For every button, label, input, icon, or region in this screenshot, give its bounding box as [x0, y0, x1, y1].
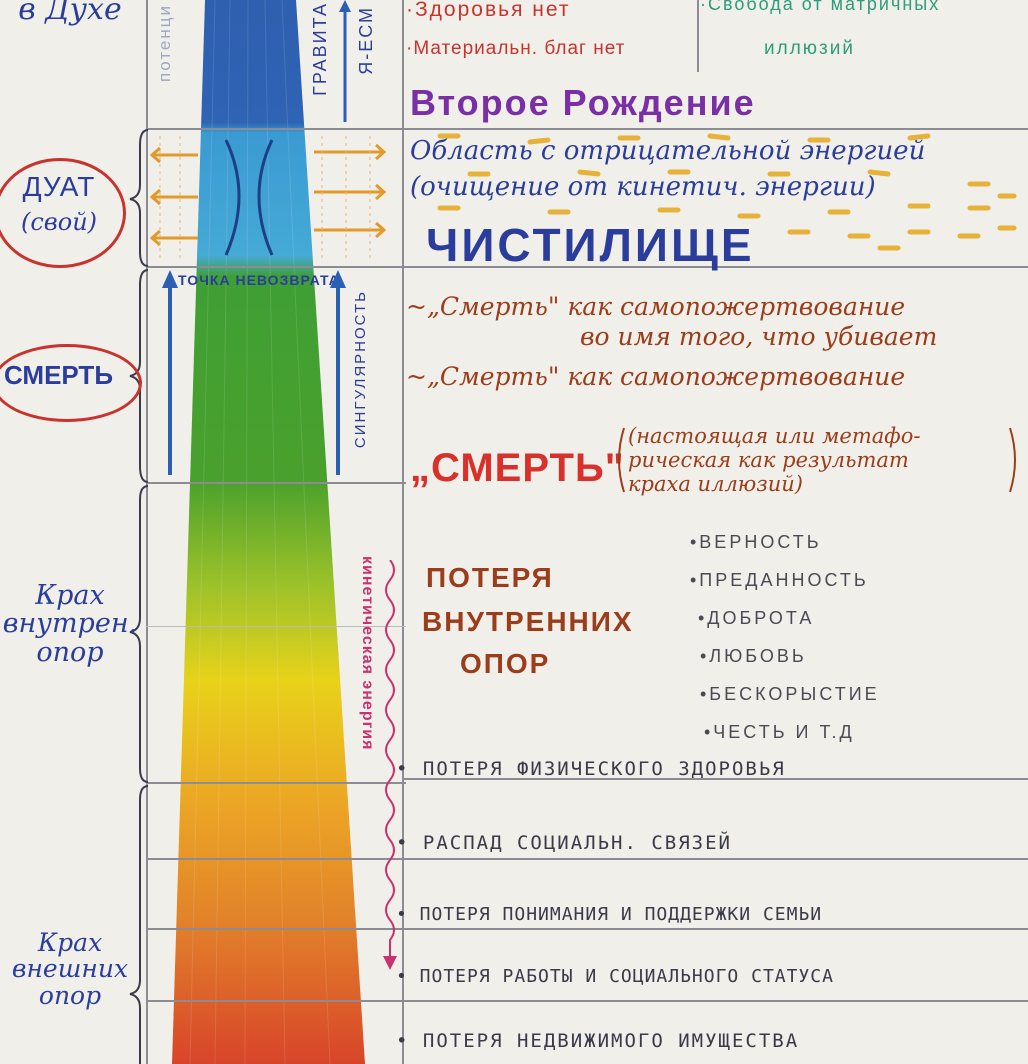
- text-negative-energy: Область с отрицательной энергией: [410, 136, 926, 166]
- label-duat-sub: (свой): [20, 208, 98, 236]
- text-death-note-2: рическая как результат: [628, 448, 909, 472]
- label-smert: СМЕРТЬ: [4, 360, 114, 390]
- grid-line: [146, 482, 406, 484]
- brace-duat: [129, 129, 149, 267]
- title-inner-loss-1: ПОТЕРЯ: [426, 562, 554, 593]
- grid-line: [402, 778, 1028, 780]
- grid-line: [146, 858, 1028, 860]
- text-freedom-1: ·Свобода от матричных: [700, 0, 941, 14]
- brace-outer: [129, 785, 149, 1064]
- grid-line: [697, 0, 699, 72]
- text-cleansing: (очищение от кинетич. энергии): [410, 172, 876, 202]
- label-singularity: СИНГУЛЯРНОСТЬ: [352, 290, 369, 449]
- virtue-item: •ЛЮБОВЬ: [700, 646, 807, 666]
- label-krakh-vnutren: Крах внутрен. опор: [2, 580, 138, 668]
- death-note-bracket: [618, 427, 1016, 493]
- label-v-dukhe: в Духе: [18, 0, 122, 27]
- virtue-list: •ВЕРНОСТЬ •ПРЕДАННОСТЬ •ДОБРОТА •ЛЮБОВЬ …: [690, 532, 990, 760]
- title-purgatory: ЧИСТИЛИЩЕ: [426, 219, 755, 271]
- text-death-sacrifice-1b: во имя того, что убивает: [580, 322, 938, 351]
- title-death: „СМЕРТЬ": [410, 446, 625, 490]
- outer-loss-item: • ПОТЕРЯ ПОНИМАНИЯ И ПОДДЕРЖКИ СЕМЬИ: [396, 904, 823, 925]
- virtue-item: •ДОБРОТА: [698, 608, 815, 628]
- hourglass-right-curve: [257, 139, 274, 256]
- brace-inner: [129, 485, 149, 783]
- grid-line: [146, 928, 1028, 930]
- outer-loss-item: • ПОТЕРЯ РАБОТЫ И СОЦИАЛЬНОГО СТАТУСА: [396, 966, 834, 987]
- label-ya-esm: Я-ЕСМ: [356, 6, 376, 75]
- arrow-up-icon: [330, 270, 346, 288]
- virtue-item: •БЕСКОРЫСТИЕ: [700, 684, 880, 704]
- title-inner-loss-2: ВНУТРЕННИХ: [422, 606, 634, 637]
- arrow-up-icon: [339, 0, 351, 122]
- title-inner-loss-3: ОПОР: [460, 648, 551, 679]
- label-tochka-nevozvrata: ТОЧКА НЕВОЗВРАТА: [178, 272, 340, 288]
- gold-dashes: [437, 133, 1017, 251]
- outer-loss-item: • РАСПАД СОЦИАЛЬН. СВЯЗЕЙ: [396, 832, 732, 854]
- grid-line: [146, 266, 1028, 268]
- label-krakh-vneshnikh: Крах внешних опор: [11, 928, 129, 1010]
- virtue-item: •ПРЕДАННОСТЬ: [690, 570, 869, 590]
- text-death-note-3: краха иллюзий): [628, 472, 803, 496]
- label-kinetic: кинетическая энергия: [359, 556, 376, 751]
- grid-line: [146, 0, 148, 1064]
- grid-line: [402, 0, 404, 1064]
- smert-oval: [0, 344, 142, 422]
- title-second-birth: Второе Рождение: [410, 82, 756, 123]
- label-duat: ДУАТ: [22, 171, 96, 202]
- singularity-arrows: [162, 270, 346, 475]
- purgatory-arrows: [149, 136, 387, 260]
- grid-line: [146, 782, 406, 784]
- arrow-up-icon: [162, 270, 178, 288]
- text-death-sacrifice-1: ~„Смерть" как самопожертвование: [406, 292, 906, 321]
- label-potential: потенци: [155, 4, 174, 82]
- grid-line: [146, 1000, 1028, 1002]
- kinetic-wavy-arrow: [383, 560, 397, 970]
- virtue-item: •ЧЕСТЬ И Т.Д: [704, 722, 855, 742]
- label-gravitation: ГРАВИТА: [310, 2, 330, 96]
- arrow-down-icon: [383, 956, 397, 970]
- grid-line: [146, 626, 406, 627]
- grid-line: [146, 128, 1028, 130]
- text-death-sacrifice-2: ~„Смерть" как самопожертвование: [406, 362, 906, 391]
- text-freedom-2: иллюзий: [764, 38, 855, 59]
- duat-oval: [0, 158, 126, 268]
- text-health: ·Здоровья нет: [406, 0, 571, 21]
- outer-loss-item: • ПОТЕРЯ ФИЗИЧЕСКОГО ЗДОРОВЬЯ: [396, 758, 786, 780]
- outer-loss-item: • ПОТЕРЯ НЕДВИЖИМОГО ИМУЩЕСТВА: [396, 1030, 800, 1052]
- virtue-item: •ВЕРНОСТЬ: [690, 532, 822, 552]
- hourglass-left-curve: [224, 139, 241, 256]
- text-material: ·Материальн. благ нет: [406, 38, 626, 59]
- text-death-note-1: (настоящая или метафо-: [628, 424, 921, 448]
